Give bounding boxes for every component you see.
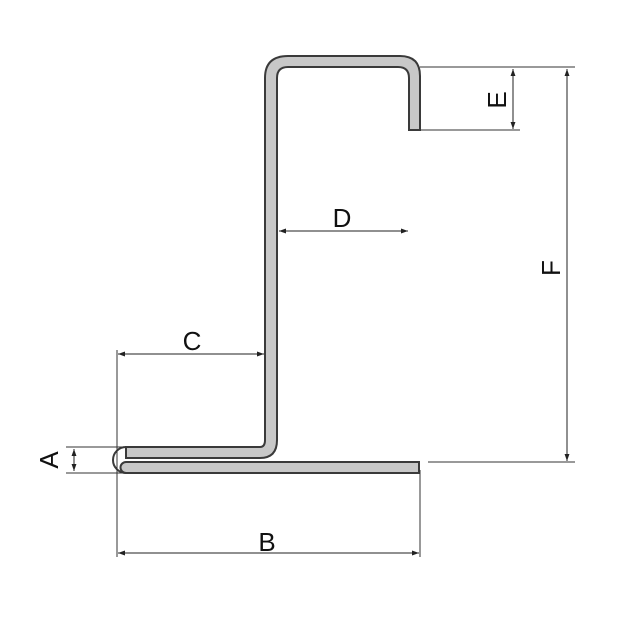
dim-label-b: B: [258, 527, 275, 557]
dim-label-e: E: [482, 91, 512, 108]
dim-label-d: D: [333, 203, 352, 233]
profile-hem-link: [112, 446, 127, 474]
profile-bend: [125, 55, 421, 459]
dim-label-a: A: [34, 451, 64, 469]
profile-shape: [119, 461, 420, 474]
dim-label-f: F: [536, 260, 566, 276]
dim-label-c: C: [183, 326, 202, 356]
